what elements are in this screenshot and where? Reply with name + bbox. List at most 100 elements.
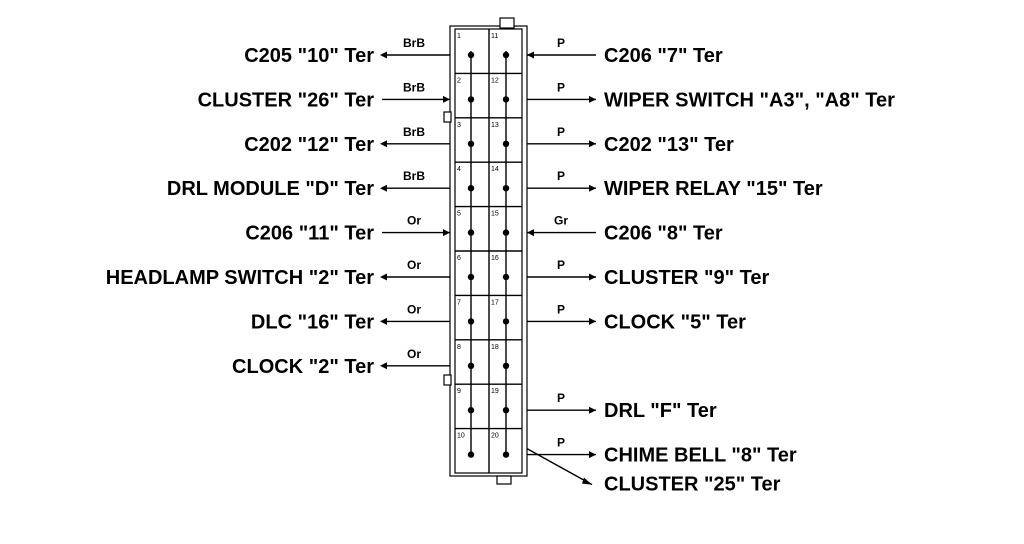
wire-color-code: P — [557, 80, 565, 94]
circuit-destination-label: CLOCK "2" Ter — [232, 356, 374, 378]
pin-cavity-grid — [455, 51, 522, 458]
circuit-destination-label: CLUSTER "9" Ter — [604, 267, 770, 289]
wire-color-code: Gr — [554, 214, 568, 228]
pin-number-label: 8 — [457, 344, 461, 351]
arrowhead — [443, 229, 450, 237]
arrowhead — [380, 184, 387, 192]
right-circuit: P CLOCK "5" Ter — [527, 302, 746, 333]
arrowhead — [589, 140, 596, 148]
wire-color-code: P — [557, 302, 565, 316]
left-circuit: BrB C205 "10" Ter — [244, 36, 450, 67]
pin-number-label: 16 — [491, 255, 499, 262]
pin-number-label: 20 — [491, 433, 499, 440]
circuit-destination-label: DRL "F" Ter — [604, 400, 717, 422]
circuit-destination-label: DLC "16" Ter — [251, 311, 374, 333]
arrowhead — [589, 406, 596, 414]
circuit-destination-label: WIPER SWITCH "A3", "A8" Ter — [604, 89, 895, 111]
pin-number-label: 4 — [457, 166, 461, 173]
arrowhead — [380, 273, 387, 281]
wire-color-code: P — [557, 169, 565, 183]
left-circuit: BrB C202 "12" Ter — [244, 125, 450, 156]
circuit-destination-label: CLOCK "5" Ter — [604, 311, 746, 333]
arrowhead — [380, 51, 387, 59]
pin-number-label: 12 — [491, 77, 499, 84]
circuit-destination-label: CLUSTER "26" Ter — [198, 89, 375, 111]
connector-bottom-tab — [496, 475, 512, 485]
arrowhead — [443, 95, 450, 103]
pin-number-label: 17 — [491, 299, 499, 306]
right-circuit: P WIPER SWITCH "A3", "A8" Ter — [527, 80, 895, 111]
wire-color-code: BrB — [403, 125, 425, 139]
circuit-destination-label: C206 "11" Ter — [245, 223, 374, 245]
circuit-destination-label: C202 "12" Ter — [244, 134, 374, 156]
wire — [526, 447, 593, 486]
pin-number-label: 1 — [457, 33, 461, 40]
circuit-destination-label: DRL MODULE "D" Ter — [167, 178, 374, 200]
circuit-destination-label: C205 "10" Ter — [244, 45, 374, 67]
circuit-destination-label: HEADLAMP SWITCH "2" Ter — [106, 267, 374, 289]
right-circuit: CLUSTER "25" Ter — [526, 447, 781, 496]
left-circuit: BrB DRL MODULE "D" Ter — [167, 169, 450, 200]
arrowhead — [527, 51, 534, 59]
wire-color-code: BrB — [403, 36, 425, 50]
left-circuit: BrB CLUSTER "26" Ter — [198, 80, 450, 111]
pin-number-label: 19 — [491, 388, 499, 395]
pin-number-label: 3 — [457, 122, 461, 129]
arrowhead — [527, 229, 534, 237]
pin-number-label: 7 — [457, 299, 461, 306]
circuit-destination-label: CHIME BELL "8" Ter — [604, 445, 797, 467]
wire-color-code: P — [557, 36, 565, 50]
pin-number-label: 18 — [491, 344, 499, 351]
circuit-destination-label: WIPER RELAY "15" Ter — [604, 178, 823, 200]
right-circuit: P CHIME BELL "8" Ter — [527, 436, 797, 467]
pin-number-label: 9 — [457, 388, 461, 395]
right-circuit: P DRL "F" Ter — [527, 391, 717, 422]
wire-color-code: P — [557, 391, 565, 405]
wire-color-code: Or — [407, 214, 421, 228]
wire-color-code: BrB — [403, 169, 425, 183]
wire-color-code: Or — [407, 302, 421, 316]
circuit-destination-label: C202 "13" Ter — [604, 134, 734, 156]
right-circuit: P CLUSTER "9" Ter — [527, 258, 770, 289]
arrowhead — [582, 477, 592, 485]
right-circuit: P C202 "13" Ter — [527, 125, 734, 156]
pin-number-label: 2 — [457, 77, 461, 84]
wire-color-code: P — [557, 125, 565, 139]
pin-number-label: 5 — [457, 211, 461, 218]
arrowhead — [380, 317, 387, 325]
arrowhead — [589, 317, 596, 325]
pin-number-label: 15 — [491, 211, 499, 218]
pin-number-label: 11 — [491, 33, 498, 40]
wire-color-code: P — [557, 258, 565, 272]
arrowhead — [589, 273, 596, 281]
wire-color-code: P — [557, 436, 565, 450]
arrowhead — [380, 140, 387, 148]
circuit-destination-label: C206 "7" Ter — [604, 45, 723, 67]
connector-latch-upper — [443, 111, 452, 123]
circuit-destination-label: CLUSTER "25" Ter — [604, 474, 781, 496]
arrowhead — [589, 95, 596, 103]
pin-number-label: 6 — [457, 255, 461, 262]
wire-color-code: Or — [407, 258, 421, 272]
connector-top-tab — [499, 17, 515, 29]
right-circuit: P C206 "7" Ter — [527, 36, 723, 67]
wire-color-code: Or — [407, 347, 421, 361]
arrowhead — [589, 184, 596, 192]
wire-color-code: BrB — [403, 80, 425, 94]
pin-number-label: 10 — [457, 433, 465, 440]
arrowhead — [589, 451, 596, 459]
connector-latch-lower — [443, 374, 452, 386]
right-circuit: P WIPER RELAY "15" Ter — [527, 169, 823, 200]
circuit-destination-label: C206 "8" Ter — [604, 223, 723, 245]
pin-number-label: 13 — [491, 122, 499, 129]
arrowhead — [380, 362, 387, 370]
pin-number-label: 14 — [491, 166, 499, 173]
